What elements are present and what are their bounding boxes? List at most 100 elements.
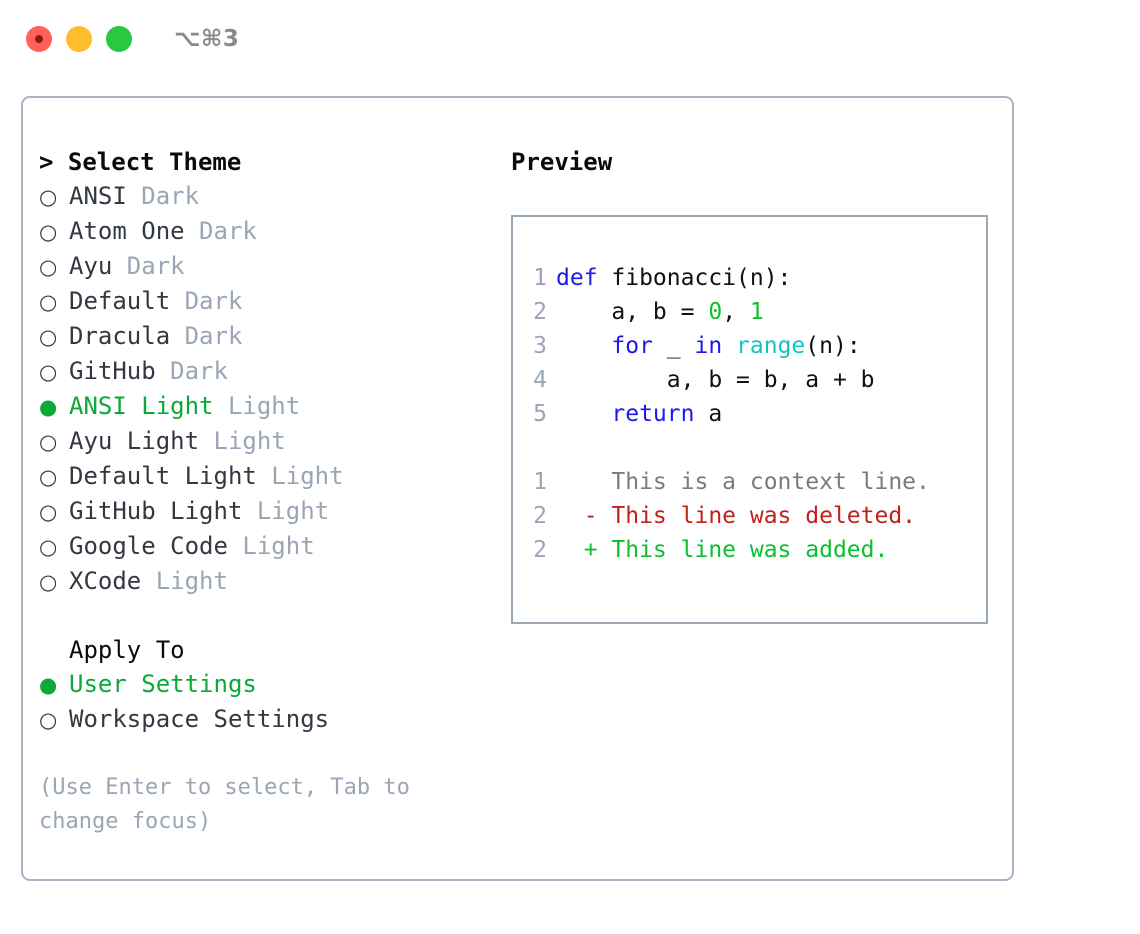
radio-unselected-icon: ○ xyxy=(39,430,58,454)
theme-option-suffix: Light xyxy=(199,427,286,455)
theme-option-dracula[interactable]: ○ Dracula Dark xyxy=(39,319,501,354)
code-token-txt: _ xyxy=(652,333,695,359)
code-token-txt: , xyxy=(722,299,750,325)
theme-option-label: Ayu Light xyxy=(69,427,200,455)
theme-option-suffix: Light xyxy=(227,532,315,560)
radio-unselected-icon: ○ xyxy=(39,570,58,594)
code-token-txt: a, b = b, a + b xyxy=(556,367,875,393)
apply-option-label: Workspace Settings xyxy=(69,705,330,733)
keyboard-hint-text: (Use Enter to select, Tab to change focu… xyxy=(39,775,410,834)
theme-option-label: GitHub xyxy=(69,357,156,385)
apply-to-section: Apply To ●User Settings ○ Workspace Settin… xyxy=(39,633,501,737)
minimize-window-button[interactable] xyxy=(66,26,92,52)
theme-option-default[interactable]: ○ Default Dark xyxy=(39,284,501,319)
theme-option-xcode[interactable]: ○ XCode Light xyxy=(39,564,501,599)
theme-option-github[interactable]: ○GitHub Dark xyxy=(39,354,501,389)
code-line: 4 a, b = b, a + b xyxy=(525,363,986,397)
theme-option-atom-one[interactable]: ○ Atom One Dark xyxy=(39,214,501,249)
window-shortcut-label: ⌥⌘3 xyxy=(174,26,240,52)
theme-option-suffix: Light xyxy=(256,462,344,490)
radio-unselected-icon: ○ xyxy=(39,290,58,314)
theme-option-google-code[interactable]: ○ Google Code Light xyxy=(39,529,501,564)
theme-option-suffix: Light xyxy=(213,392,301,420)
theme-option-ayu[interactable]: ○ Ayu Dark xyxy=(39,249,501,284)
radio-unselected-icon: ○ xyxy=(39,325,58,349)
radio-unselected-icon: ○ xyxy=(39,708,58,732)
radio-selected-icon: ● xyxy=(39,395,58,419)
code-line: 5 return a xyxy=(525,397,986,431)
theme-option-default-light[interactable]: ○Default Light Light xyxy=(39,459,501,494)
theme-option-label: Google Code xyxy=(69,532,228,560)
theme-selection-panel: > Select Theme ○ANSI Dark○Atom One Dark○… xyxy=(23,98,501,879)
radio-selected-icon: ● xyxy=(39,673,58,697)
theme-option-suffix: Dark xyxy=(126,182,200,210)
code-token-kw: for xyxy=(611,333,653,359)
code-token-txt: fibonacci(n): xyxy=(611,265,792,291)
code-token-kw: def xyxy=(556,265,612,291)
code-line: 1 def fibonacci(n): xyxy=(525,261,986,295)
theme-option-suffix: Light xyxy=(242,497,330,525)
theme-option-ayu-light[interactable]: ○ Ayu Light Light xyxy=(39,424,501,459)
radio-unselected-icon: ○ xyxy=(39,255,58,279)
code-line-number: 4 xyxy=(533,367,547,393)
maximize-window-button[interactable] xyxy=(106,26,132,52)
code-line-number: 2 xyxy=(533,299,547,325)
theme-option-label: GitHub Light xyxy=(69,497,243,525)
code-line: 2 a, b = 0, 1 xyxy=(525,295,986,329)
theme-option-label: Default Light xyxy=(69,462,257,490)
theme-option-label: XCode xyxy=(69,567,142,595)
diff-line-number: 2 xyxy=(533,537,547,563)
card-columns: > Select Theme ○ANSI Dark○Atom One Dark○… xyxy=(23,98,1012,879)
theme-option-label: Atom One xyxy=(69,217,185,245)
code-token-num: 1 xyxy=(749,299,764,325)
radio-unselected-icon: ○ xyxy=(39,360,58,384)
apply-to-header: Apply To xyxy=(69,636,185,664)
diff-line-del: 2 - This line was deleted. xyxy=(525,499,986,533)
theme-option-suffix: Dark xyxy=(170,287,243,315)
theme-option-ansi[interactable]: ○ ANSI Dark xyxy=(39,179,501,214)
diff-line-text: This is a context line. xyxy=(556,469,930,495)
theme-option-label: Ayu xyxy=(69,252,113,280)
code-token-txt xyxy=(722,333,736,359)
code-token-num: 0 xyxy=(708,299,723,325)
close-window-button[interactable] xyxy=(26,26,52,52)
window-titlebar: ⌥⌘3 xyxy=(0,0,1140,78)
code-line: 3 for _ in range(n): xyxy=(525,329,986,363)
theme-option-suffix: Light xyxy=(141,567,228,595)
apply-option-user-settings[interactable]: ●User Settings xyxy=(39,667,501,702)
code-token-txt: a, b = xyxy=(556,299,709,325)
diff-line-text: - This line was deleted. xyxy=(556,503,917,529)
select-theme-header: > Select Theme xyxy=(39,148,242,176)
code-token-txt: (n): xyxy=(805,333,861,359)
theme-option-suffix: Dark xyxy=(170,322,243,350)
code-line-number: 1 xyxy=(533,265,547,291)
apply-to-options-list: ●User Settings ○ Workspace Settings xyxy=(39,667,501,737)
diff-sample-block: 1 This is a context line.2 - This line w… xyxy=(525,465,986,567)
theme-option-suffix: Dark xyxy=(184,217,257,245)
radio-unselected-icon: ○ xyxy=(39,220,58,244)
code-token-kw: return xyxy=(611,401,695,427)
theme-option-ansi-light[interactable]: ●ANSI Light Light xyxy=(39,389,501,424)
radio-unselected-icon: ○ xyxy=(39,535,58,559)
main-card: > Select Theme ○ANSI Dark○Atom One Dark○… xyxy=(21,96,1014,881)
theme-option-label: ANSI xyxy=(69,182,127,210)
code-line-number: 5 xyxy=(533,401,547,427)
diff-line-number: 1 xyxy=(533,469,547,495)
theme-option-label: Dracula xyxy=(69,322,171,350)
code-token-txt: a xyxy=(694,401,723,427)
code-token-txt xyxy=(556,333,611,359)
preview-spacer xyxy=(525,431,986,465)
theme-option-label: Default xyxy=(69,287,171,315)
radio-unselected-icon: ○ xyxy=(39,185,58,209)
theme-option-github-light[interactable]: ○ GitHub Light Light xyxy=(39,494,501,529)
diff-line-text: + This line was added. xyxy=(556,537,889,563)
theme-option-suffix: Dark xyxy=(112,252,185,280)
apply-option-workspace-settings[interactable]: ○ Workspace Settings xyxy=(39,702,501,737)
diff-line-context: 1 This is a context line. xyxy=(525,465,986,499)
diff-line-number: 2 xyxy=(533,503,547,529)
radio-unselected-icon: ○ xyxy=(39,500,58,524)
